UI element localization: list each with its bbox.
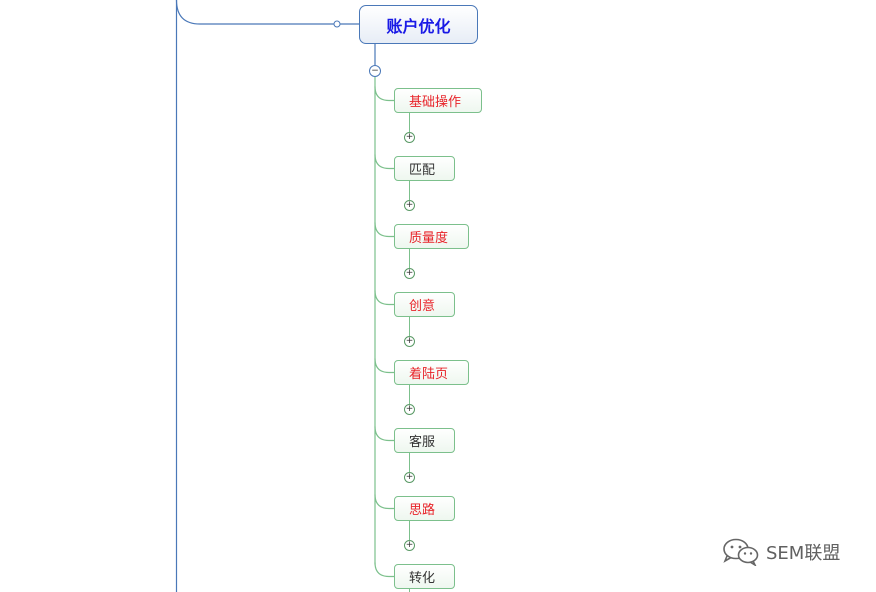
branch-connector bbox=[374, 86, 394, 102]
root-topic-label: 账户优化 bbox=[386, 16, 451, 36]
branch-connector bbox=[374, 494, 394, 510]
watermark: SEM联盟 bbox=[722, 538, 840, 566]
child-topic-label: 客服 bbox=[409, 435, 436, 450]
child-topic-node[interactable]: 基础操作 bbox=[394, 88, 482, 113]
expand-toggle-icon[interactable]: + bbox=[404, 336, 415, 347]
branch-connector bbox=[374, 222, 394, 238]
expand-toggle-icon[interactable]: + bbox=[404, 404, 415, 415]
trunk-to-root-connector bbox=[175, 0, 337, 25]
child-topic-node[interactable]: 转化 bbox=[394, 564, 455, 589]
root-topic-node[interactable]: 账户优化 bbox=[359, 5, 478, 44]
branch-connector bbox=[374, 358, 394, 374]
child-topic-node[interactable]: 匹配 bbox=[394, 156, 455, 181]
child-topic-node[interactable]: 质量度 bbox=[394, 224, 469, 249]
root-anchor-dot bbox=[333, 20, 341, 28]
child-topic-label: 着陆页 bbox=[409, 367, 449, 382]
expand-toggle-icon[interactable]: + bbox=[404, 472, 415, 483]
child-topic-label: 思路 bbox=[409, 503, 436, 518]
watermark-text: SEM联盟 bbox=[766, 543, 841, 564]
branch-connector bbox=[374, 154, 394, 170]
expand-toggle-icon[interactable]: + bbox=[404, 268, 415, 279]
child-topic-label: 基础操作 bbox=[409, 95, 462, 110]
child-topic-node[interactable]: 思路 bbox=[394, 496, 455, 521]
branch-connector bbox=[374, 562, 394, 578]
child-topic-label: 创意 bbox=[409, 299, 436, 314]
branch-connector bbox=[374, 426, 394, 442]
expand-toggle-icon[interactable]: + bbox=[404, 540, 415, 551]
child-topic-node[interactable]: 着陆页 bbox=[394, 360, 469, 385]
collapse-toggle-icon[interactable]: − bbox=[369, 65, 381, 77]
child-topic-label: 转化 bbox=[409, 571, 436, 586]
child-topic-node[interactable]: 创意 bbox=[394, 292, 455, 317]
child-topic-label: 匹配 bbox=[409, 163, 436, 178]
expand-toggle-icon[interactable]: + bbox=[404, 200, 415, 211]
child-topic-node[interactable]: 客服 bbox=[394, 428, 455, 453]
child-topic-label: 质量度 bbox=[409, 231, 449, 246]
expand-toggle-icon[interactable]: + bbox=[404, 132, 415, 143]
wechat-icon bbox=[723, 538, 759, 566]
branch-connector bbox=[374, 290, 394, 306]
